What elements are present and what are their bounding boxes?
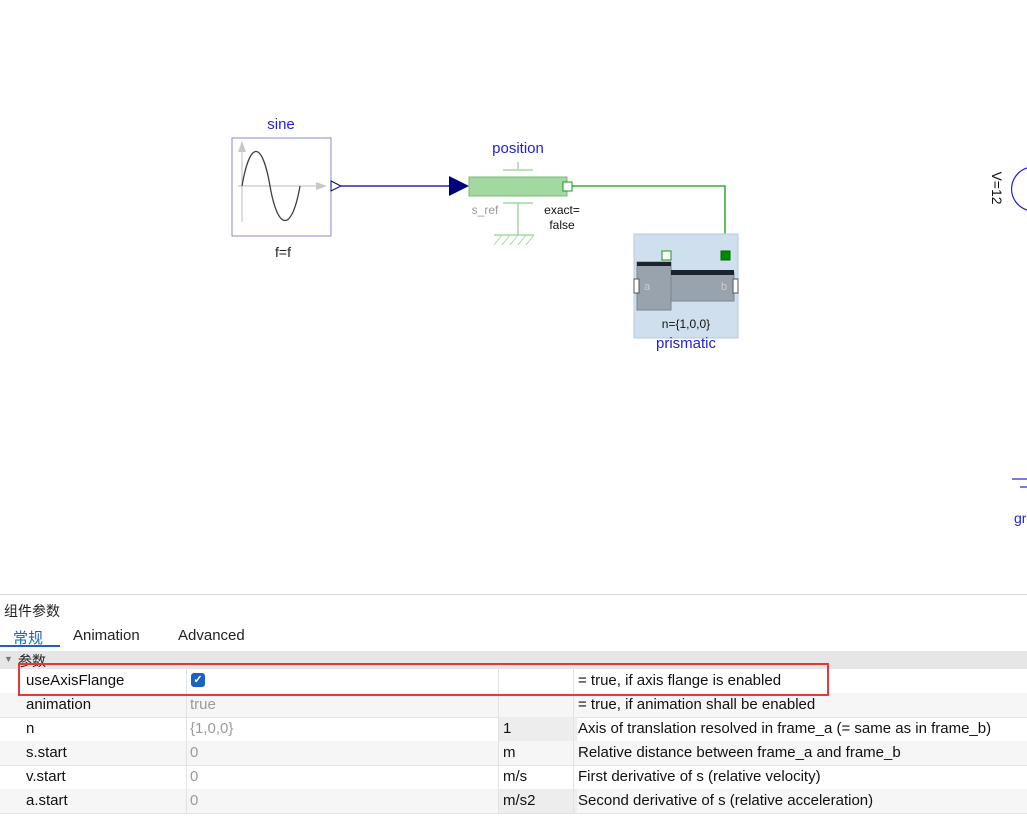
panel-title: 组件参数 (4, 603, 60, 619)
table-row[interactable]: v.start 0 m/s First derivative of s (rel… (0, 765, 1027, 790)
voltage-label: V=12 (989, 171, 1005, 204)
offscreen-source[interactable]: V=12 (989, 167, 1027, 211)
prismatic-port-a-label: a (644, 281, 651, 293)
table-row[interactable]: s.start 0 m Relative distance between fr… (0, 741, 1027, 766)
ground-label: gr (1014, 510, 1027, 526)
param-description: Relative distance between frame_a and fr… (573, 741, 1027, 765)
param-name: s.start (26, 744, 67, 761)
param-value-input[interactable]: 0 (186, 741, 502, 765)
position-exact-value: false (549, 218, 575, 232)
param-unit[interactable]: 1 (498, 717, 577, 741)
prismatic-param: n={1,0,0} (662, 317, 710, 331)
prismatic-axis-port (720, 250, 731, 261)
diagram-canvas[interactable]: sine f=f position s_ref (0, 0, 1027, 594)
offscreen-ground[interactable]: gr (1012, 478, 1027, 526)
param-value-input[interactable]: 0 (186, 789, 502, 813)
prismatic-block[interactable]: a b n={1,0,0} prismatic (633, 233, 739, 352)
active-tab-indicator (0, 645, 60, 647)
param-unit[interactable]: m/s (498, 765, 577, 789)
param-name: animation (26, 696, 92, 713)
position-input-port[interactable] (449, 176, 469, 196)
tab-advanced[interactable]: Advanced (178, 627, 245, 644)
use-axis-flange-checkbox[interactable]: ✓ (191, 673, 205, 687)
param-unit[interactable]: m (498, 741, 577, 765)
sine-label: sine (267, 116, 295, 133)
parameter-group-label: 参数 (18, 653, 46, 669)
param-name: useAxisFlange (26, 672, 125, 689)
diagram-svg: sine f=f position s_ref (231, 116, 1027, 526)
flange-connection[interactable] (572, 185, 726, 253)
table-row[interactable]: n {1,0,0} 1 Axis of translation resolved… (0, 717, 1027, 742)
param-unit[interactable]: m/s2 (498, 789, 577, 813)
position-label: position (492, 140, 544, 157)
position-block[interactable]: position s_ref exact= false (468, 140, 580, 246)
sine-param: f=f (275, 244, 291, 260)
position-flange-port (562, 181, 573, 192)
prismatic-port-b-label: b (721, 281, 727, 293)
tab-animation[interactable]: Animation (73, 627, 140, 644)
param-description: = true, if axis flange is enabled (573, 669, 1027, 693)
param-value-input[interactable]: 0 (186, 765, 502, 789)
param-value-cell[interactable]: ✓ (186, 669, 502, 693)
sine-block[interactable]: sine f=f (231, 116, 343, 260)
param-description: First derivative of s (relative velocity… (573, 765, 1027, 789)
param-unit (498, 669, 577, 693)
prismatic-label: prismatic (656, 335, 717, 352)
param-name: a.start (26, 792, 68, 809)
prismatic-support-port (661, 250, 672, 261)
table-row[interactable]: a.start 0 m/s2 Second derivative of s (r… (0, 789, 1027, 814)
param-description: Second derivative of s (relative acceler… (573, 789, 1027, 813)
parameter-group-header[interactable]: ▼ 参数 (0, 651, 1027, 669)
component-parameters-panel: 组件参数 常规 Animation Advanced ▼ 参数 useAxisF… (0, 594, 1027, 835)
param-unit (498, 693, 577, 717)
table-row[interactable]: useAxisFlange ✓ = true, if axis flange i… (0, 669, 1027, 694)
param-name: n (26, 720, 35, 737)
param-value-input[interactable]: {1,0,0} (186, 717, 502, 741)
tab-general[interactable]: 常规 (13, 630, 44, 647)
parameter-tabs: 常规 Animation Advanced (0, 623, 1027, 647)
collapse-caret-icon[interactable]: ▼ (4, 654, 13, 664)
table-row[interactable]: animation true = true, if animation shal… (0, 693, 1027, 718)
param-value-input[interactable]: true (186, 693, 502, 717)
param-name: v.start (26, 768, 66, 785)
position-exact-label: exact= (544, 203, 580, 217)
position-sref-label: s_ref (472, 203, 499, 217)
param-description: Axis of translation resolved in frame_a … (573, 717, 1027, 741)
param-description: = true, if animation shall be enabled (573, 693, 1027, 717)
